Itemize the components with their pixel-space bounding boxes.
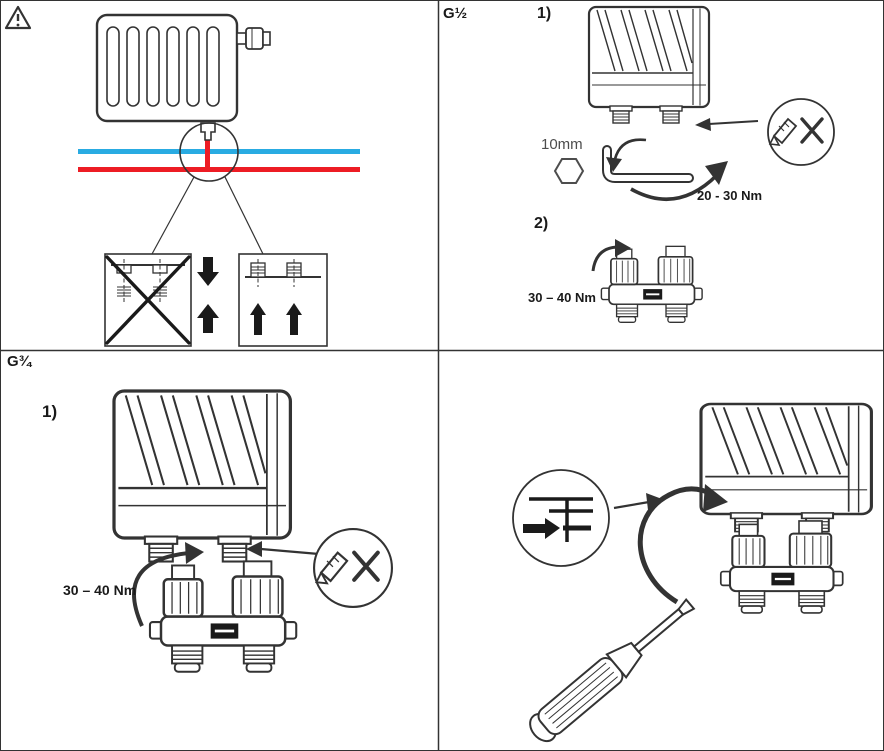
panel-overview: [4, 5, 360, 347]
valve-assembly-g34: [148, 559, 298, 674]
wrong-installation-box: [104, 253, 192, 347]
pointer-arrow-g12: [695, 118, 759, 131]
warning-icon: [4, 5, 32, 30]
pointer-arrow-insert: [613, 493, 662, 510]
radiator-bottom-illustration-insert: [699, 402, 873, 534]
valve-assembly-g12: [600, 245, 704, 324]
screwdriver-icon: [529, 597, 696, 743]
torque-label-step2-g12: 30 – 40 Nm: [528, 290, 596, 305]
pointer-arrow-g34: [246, 541, 320, 557]
hex-key-size-label: 10mm: [541, 136, 583, 153]
radiator-bottom-illustration-g34: [112, 389, 293, 564]
connection-fitting-icon: [200, 122, 216, 141]
torque-label-g34: 30 – 40 Nm: [63, 582, 137, 598]
correct-installation-box: [238, 253, 328, 347]
panel-g-half: [553, 5, 836, 324]
step-2-label-g12: 2): [534, 215, 549, 232]
return-pipe-riser: [205, 137, 210, 172]
valve-assembly-insert: [719, 519, 844, 615]
no-power-tool-icon-g34: [314, 529, 392, 607]
torque-label-step1-g12: 20 - 30 Nm: [697, 188, 763, 203]
no-power-tool-icon: [766, 97, 836, 167]
step-1-label-g12: 1): [537, 5, 552, 22]
torque-arrow-g12: [630, 161, 728, 201]
insert-detail-circle: [512, 469, 610, 567]
cross-out-icon: [105, 255, 191, 345]
thread-size-label-g34: G¾: [7, 353, 32, 370]
hex-socket-icon: [553, 158, 585, 184]
press-direction-arrows: [197, 257, 219, 333]
leader-line-left: [151, 176, 195, 255]
radiator-bottom-illustration: [587, 5, 711, 125]
detail-circle: [179, 122, 239, 182]
step-1-label-g34: 1): [42, 402, 58, 421]
torque-arrow-g34: [132, 542, 204, 627]
radiator-front-illustration: [95, 13, 271, 123]
supply-pipe: [78, 149, 360, 154]
panel-insert: [512, 402, 873, 743]
thread-size-label-g12: G½: [443, 5, 468, 22]
allen-key-icon: [602, 145, 694, 183]
rotate-arrow-valve-g12: [591, 239, 631, 272]
thermostat-valve-icon: [236, 27, 271, 50]
rotate-arrow-insert: [637, 484, 728, 605]
panel-g-three-quarter: [112, 389, 392, 674]
push-up-arrows: [250, 303, 302, 335]
return-pipe: [78, 167, 360, 172]
rotate-arrow-small: [606, 138, 647, 172]
leader-line-right: [224, 176, 264, 255]
